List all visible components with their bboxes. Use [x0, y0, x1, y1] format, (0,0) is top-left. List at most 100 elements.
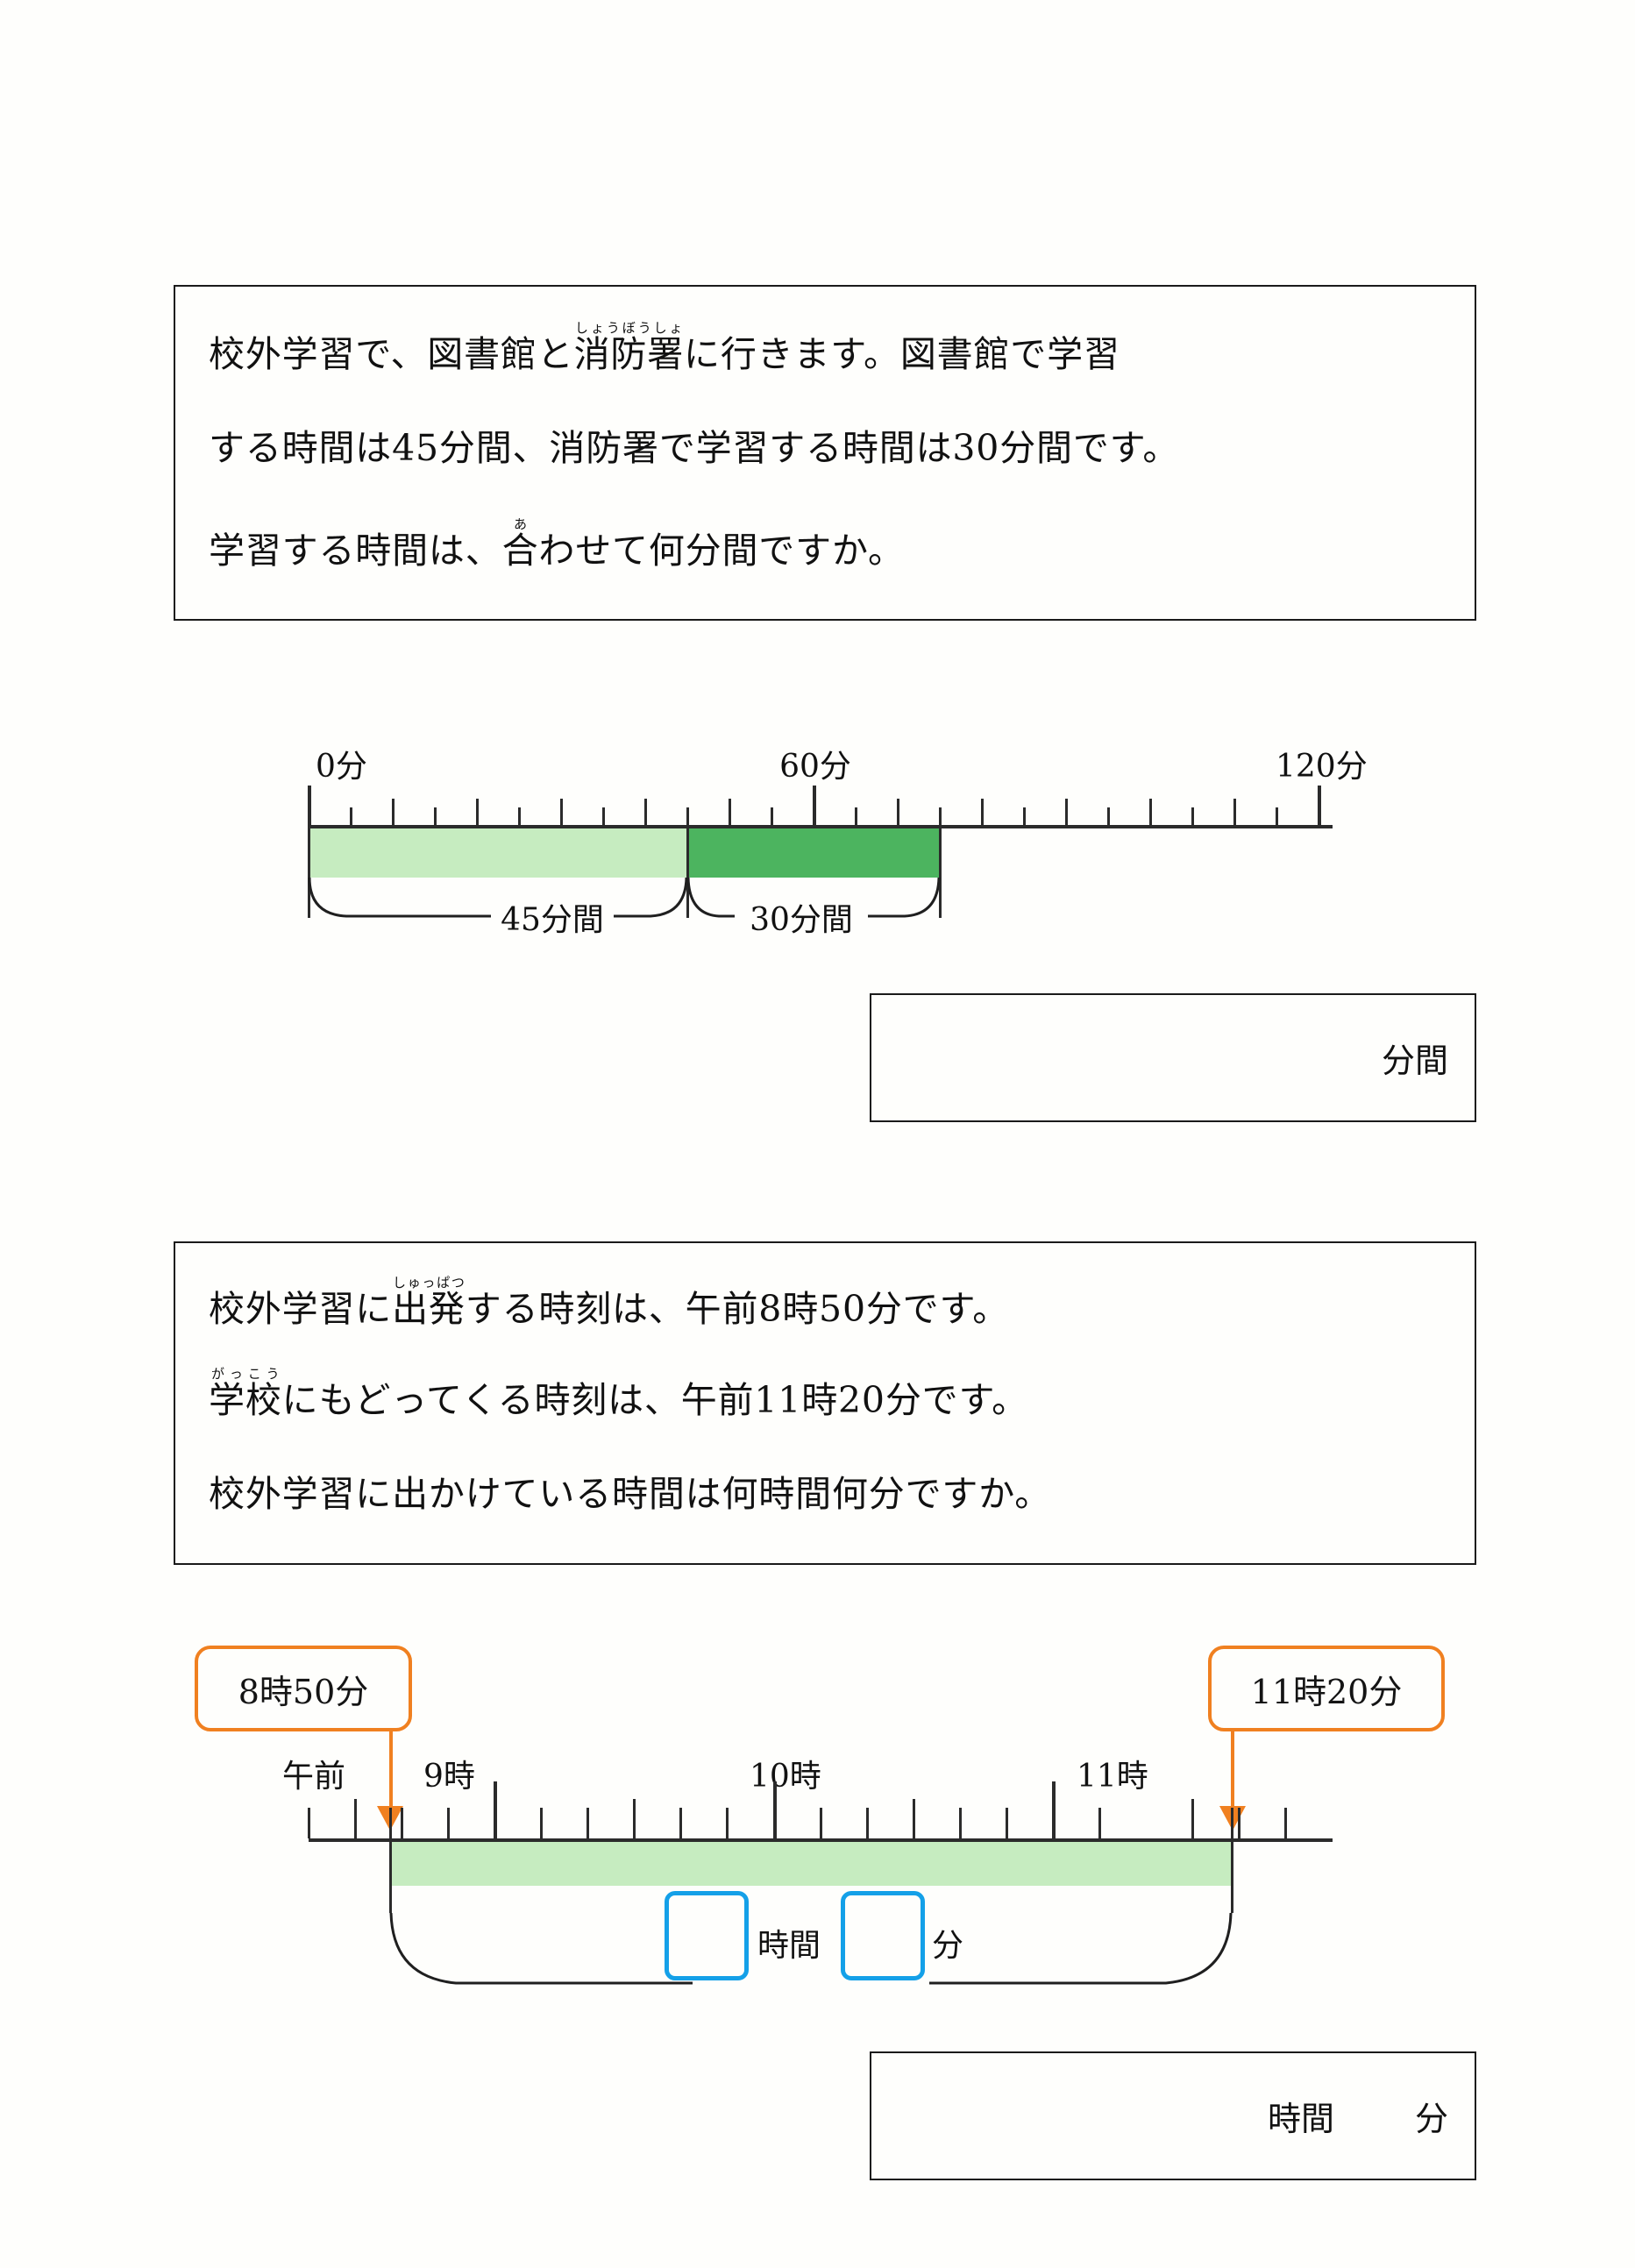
problem1-line-3: 学習する時間は、合あわせて何分間ですか。 [209, 516, 905, 573]
tick-85 [1023, 807, 1026, 825]
p1-l1-after: に行きます。図書館で学習 [684, 333, 1120, 375]
p2-ruby-base-2: 学校 [209, 1379, 282, 1421]
tick-30 [560, 799, 563, 825]
clock-bar-edge-start [389, 1808, 392, 1913]
callout-start-time: 8時50分 [195, 1646, 412, 1731]
tick-65 [855, 807, 857, 825]
bar-outing-duration [391, 1842, 1233, 1886]
clock-tick-590 [726, 1808, 729, 1838]
p1-l3-before: 学習する時間は、 [209, 530, 502, 572]
brace-unit-hour: 時間 [757, 1928, 821, 1964]
brace-label-30min: 30分間 [744, 894, 858, 940]
clock-tick-530 [447, 1808, 450, 1838]
tick-90 [1065, 799, 1068, 825]
tick-110 [1233, 799, 1236, 825]
clock-tick-640 [959, 1808, 962, 1838]
p2-ruby-base-1: 出発 [392, 1288, 466, 1330]
minutes-tick-label-0: 0分 [316, 749, 367, 785]
tick-10 [392, 799, 395, 825]
callout-start-stem [389, 1731, 393, 1812]
callout-end-stem [1231, 1731, 1234, 1812]
p1-ruby-shoubousho: 消防署しょうぼうしょ [573, 322, 685, 376]
brace-unit-minute: 分 [932, 1928, 964, 1964]
tick-95 [1107, 807, 1110, 825]
p1-ruby-a: 合あ [501, 518, 539, 572]
p2-ruby-text-2: がっこう [209, 1366, 282, 1382]
clock-tick-660-11h [1052, 1781, 1056, 1838]
problem2-line-3: 校外学習に出かけている時間は何時間何分ですか。 [209, 1464, 1051, 1517]
p2-ruby-shuppatsu: 出発しゅっぱつ [392, 1276, 466, 1331]
clock-tick-710 [1284, 1808, 1287, 1838]
p2-l1-before: 校外学習に [209, 1288, 393, 1330]
clock-tick-650 [1006, 1808, 1008, 1838]
clock-tick-580 [679, 1808, 682, 1838]
p1-ruby-text-2: あ [501, 516, 539, 532]
bar-edge-0 [308, 825, 310, 918]
clock-tick-540-9h [494, 1781, 497, 1838]
clock-am-label: 午前 [282, 1759, 346, 1795]
clock-tick-520 [401, 1808, 403, 1838]
p1-ruby-base-2: 合 [501, 530, 539, 572]
callout-end-time: 11時20分 [1208, 1646, 1445, 1731]
blue-input-minutes[interactable] [841, 1891, 925, 1980]
clock-tick-label-9: 9時 [423, 1759, 475, 1795]
clock-tick-550 [540, 1808, 543, 1838]
clock-tick-560 [586, 1808, 589, 1838]
tick-45 [686, 807, 689, 825]
clock-tick-670 [1098, 1808, 1101, 1838]
p1-l2-text: する時間は45分間、消防署で学習する時間は30分間です。 [209, 427, 1180, 469]
tick-5 [350, 807, 352, 825]
clock-tick-label-11: 11時 [1077, 1759, 1148, 1795]
p1-ruby-text-1: しょうぼうしょ [573, 320, 685, 336]
minutes-axis-line [309, 825, 1333, 828]
tick-25 [518, 807, 521, 825]
tick-15 [434, 807, 437, 825]
clock-tick-700 [1238, 1808, 1240, 1838]
tick-100 [1149, 799, 1152, 825]
brace-label-45min: 45分間 [495, 894, 609, 940]
clock-tick-690 [1191, 1799, 1194, 1838]
problem2-line-2: 学校がっこうにもどってくる時刻は、午前11時20分です。 [209, 1366, 1028, 1423]
tick-120 [1318, 786, 1321, 825]
tick-75 [939, 807, 942, 825]
clock-tick-600-10h [773, 1781, 777, 1838]
problem1-answer-unit: 分間 [1381, 1042, 1448, 1080]
tick-40 [644, 799, 647, 825]
problem2-statement-box: 校外学習に出発しゅっぱつする時刻は、午前8時50分です。 学校がっこうにもどって… [174, 1241, 1476, 1565]
p1-l1-before: 校外学習で、図書館と [209, 333, 574, 375]
clock-tick-570 [633, 1799, 636, 1838]
tick-50 [729, 799, 731, 825]
p2-ruby-text-1: しゅっぱつ [392, 1275, 466, 1290]
problem1-line-1: 校外学習で、図書館と消防署しょうぼうしょに行きます。図書館で学習 [209, 320, 1120, 377]
tick-20 [476, 799, 479, 825]
blue-input-hours[interactable] [665, 1891, 749, 1980]
callout-end-time-label: 11時20分 [1250, 1672, 1403, 1711]
clock-tick-510 [354, 1799, 357, 1838]
clock-tick-610 [820, 1808, 822, 1838]
callout-start-time-label: 8時50分 [238, 1672, 369, 1711]
bar-edge-75 [939, 825, 942, 918]
clock-axis-line [309, 1838, 1333, 1842]
tick-35 [602, 807, 605, 825]
clock-tick-500 [308, 1808, 310, 1838]
problem1-statement-box: 校外学習で、図書館と消防署しょうぼうしょに行きます。図書館で学習 する時間は45… [174, 285, 1476, 621]
p1-l3-after: わせて何分間ですか。 [538, 530, 905, 572]
tick-55 [771, 807, 773, 825]
tick-70 [897, 799, 899, 825]
tick-0 [308, 786, 311, 825]
tick-115 [1276, 807, 1278, 825]
p2-l1-after: する時刻は、午前8時50分です。 [465, 1288, 1010, 1330]
p2-ruby-gakkou: 学校がっこう [209, 1368, 282, 1422]
problem2-answer-box[interactable]: 時間 分 [870, 2051, 1476, 2180]
clock-bar-edge-end [1231, 1808, 1233, 1913]
brace-30min [686, 877, 941, 918]
minutes-tick-label-60: 60分 [779, 749, 851, 785]
clock-tick-label-10: 10時 [750, 1759, 821, 1795]
problem1-answer-box[interactable]: 分間 [870, 993, 1476, 1122]
bar-library-45min [309, 828, 687, 878]
p1-ruby-base-1: 消防署 [573, 333, 685, 375]
problem2-line-1: 校外学習に出発しゅっぱつする時刻は、午前8時50分です。 [209, 1275, 1009, 1332]
